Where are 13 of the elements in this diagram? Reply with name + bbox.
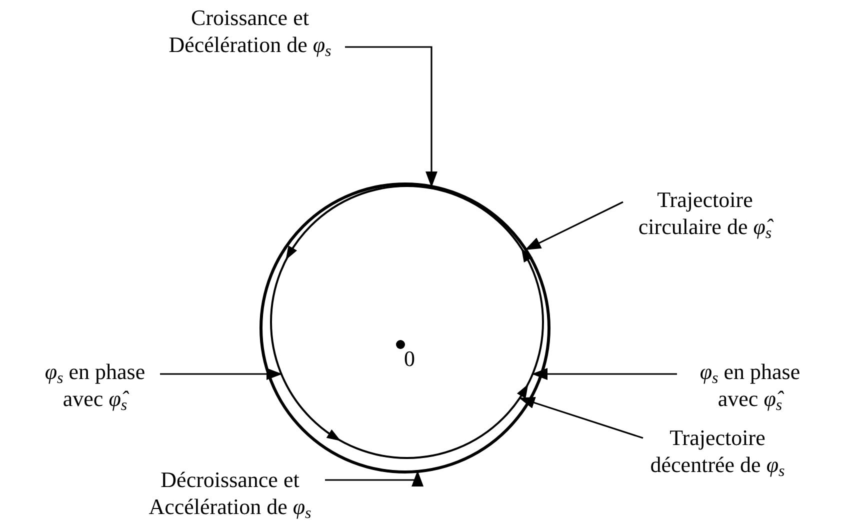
annotation-text: φ$_{s}$ en phase avec φ̂$_{s}$: [685, 358, 815, 412]
annotation-text: Décroissance et Accélération de φ$_{s}$: [135, 466, 325, 520]
leader-arrow: [524, 201, 624, 250]
annotation-text: Trajectoire circulaire de φ̂$_{s}$: [625, 186, 785, 240]
annotation-text: φ$_{s}$ en phase avec φ̂$_{s}$: [30, 358, 160, 412]
annotation-text: Trajectoire décentrée de φ$_{s}$: [635, 424, 800, 478]
leader-arrow: [325, 470, 424, 486]
origin-label: 0: [404, 347, 415, 371]
leader-arrow: [532, 368, 677, 380]
annotation-text: Croissance et Décélération de φ$_{s}$: [155, 4, 345, 58]
leader-arrow: [160, 368, 282, 380]
leader-arrow: [518, 396, 644, 439]
leader-arrow: [345, 46, 438, 188]
